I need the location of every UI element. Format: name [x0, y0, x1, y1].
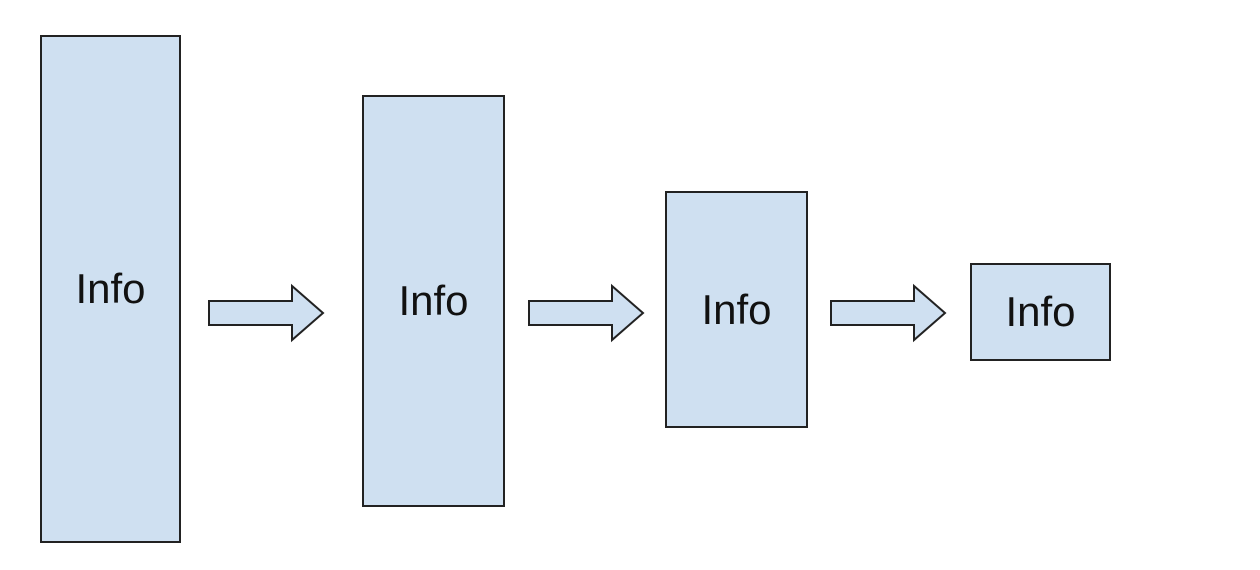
info-box-3: Info [665, 191, 808, 428]
arrow-2-to-3-icon [528, 283, 645, 343]
arrow-1-to-2-icon [208, 283, 325, 343]
info-box-3-label: Info [701, 285, 772, 333]
info-box-4-label: Info [1005, 288, 1076, 335]
info-box-4: Info [970, 263, 1111, 361]
info-box-2: Info [362, 95, 505, 507]
arrow-3-to-4-icon [830, 283, 947, 343]
info-box-1: Info [40, 35, 181, 543]
info-box-1-label: Info [75, 265, 146, 312]
info-box-2-label: Info [398, 277, 469, 324]
